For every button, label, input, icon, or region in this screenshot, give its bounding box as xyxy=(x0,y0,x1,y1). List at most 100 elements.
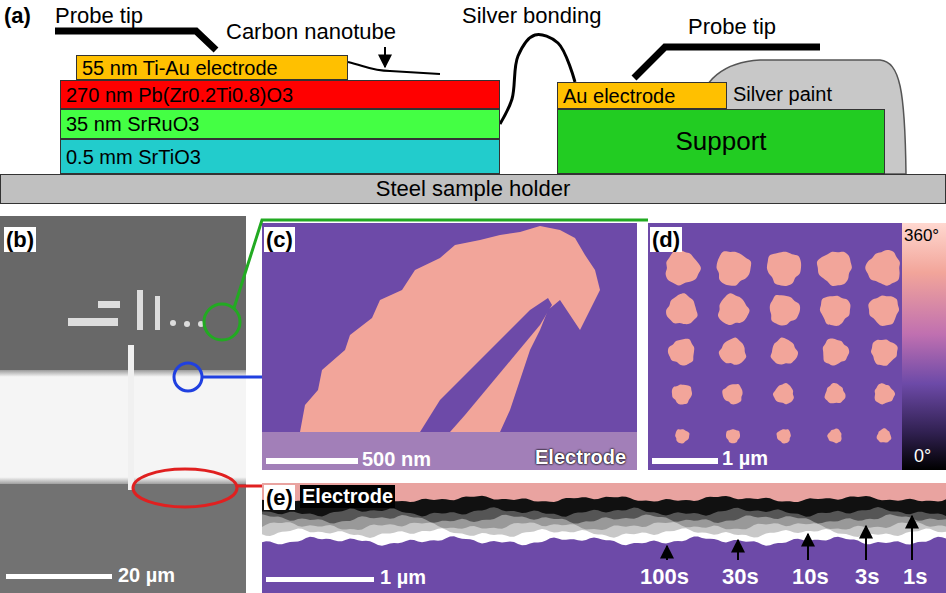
growth-band xyxy=(262,483,946,538)
domain-dot xyxy=(820,296,851,326)
annotation-label: 1s xyxy=(903,564,927,589)
domain-dot xyxy=(877,428,892,442)
growth-band xyxy=(262,483,946,517)
growth-band xyxy=(262,483,946,546)
annotation-label: Probe tip xyxy=(55,3,143,28)
layer-label: 55 nm Ti-Au electrode xyxy=(82,57,278,79)
marker-feature xyxy=(170,320,176,326)
pointer-arrow xyxy=(384,47,386,67)
annotation-label: 3s xyxy=(855,564,879,589)
layer-box: Au electrode xyxy=(557,82,727,109)
pointer-arrow xyxy=(807,534,809,560)
annotation-label: 0° xyxy=(914,446,931,467)
layer-box: Support xyxy=(557,109,885,174)
layer-box: Steel sample holder xyxy=(0,174,946,204)
annotation-label: 20 µm xyxy=(118,564,175,587)
marker-feature xyxy=(98,301,120,308)
annotation-label: 1 µm xyxy=(380,566,426,589)
zoom-circle xyxy=(204,304,240,340)
annotation-label: Electrode xyxy=(535,446,626,469)
domain-dot xyxy=(717,251,752,286)
zoom-ellipse xyxy=(133,469,237,507)
electrode-region xyxy=(0,370,246,484)
scale-bar xyxy=(652,458,718,464)
domain-dot xyxy=(825,383,846,403)
electrode-region xyxy=(262,432,637,470)
annotation-label: Carbon nanotube xyxy=(226,19,396,44)
domain-dot xyxy=(865,250,900,286)
domain-dot xyxy=(726,429,740,443)
growth-band xyxy=(262,483,946,530)
domain-dot xyxy=(668,339,694,366)
scale-bar xyxy=(266,577,374,582)
layer-label: Support xyxy=(675,127,766,156)
domain-dot xyxy=(868,296,899,326)
domain-dot xyxy=(666,293,698,324)
layer-box: 35 nm SrRuO3 xyxy=(60,109,500,139)
scale-bar xyxy=(6,574,112,579)
annotation-label: Silver paint xyxy=(733,83,832,106)
domain-dot xyxy=(722,384,742,404)
color-bar xyxy=(902,223,946,470)
annotation-label: 100s xyxy=(640,564,689,589)
layer-label: 270 nm Pb(Zr0.2Ti0.8)O3 xyxy=(66,84,293,106)
scale-bar xyxy=(266,458,358,464)
unswitched-streak xyxy=(420,298,552,432)
nanotube-trace xyxy=(128,345,134,490)
probe-tip xyxy=(55,31,216,50)
layer-box: 270 nm Pb(Zr0.2Ti0.8)O3 xyxy=(60,80,500,109)
domain-dot xyxy=(719,338,746,365)
annotation-label: 360° xyxy=(904,226,939,246)
carbon-nanotube xyxy=(348,62,440,74)
domain-dot xyxy=(767,252,801,286)
marker-feature xyxy=(184,321,190,327)
domain-dot xyxy=(771,338,798,365)
pfm-image xyxy=(262,223,637,470)
layer-box: 55 nm Ti-Au electrode xyxy=(76,55,348,80)
layer-box: 0.5 mm SrTiO3 xyxy=(60,139,500,174)
annotation-label: (d) xyxy=(650,227,682,252)
probe-tip xyxy=(634,47,820,78)
domain-dot xyxy=(777,429,791,443)
marker-feature xyxy=(155,296,160,330)
domain-dot xyxy=(672,384,692,404)
zoom-line xyxy=(237,485,262,488)
substrate-region xyxy=(0,484,246,593)
domain-dot xyxy=(875,383,895,404)
pointer-arrow xyxy=(911,516,913,560)
annotation-label: 30s xyxy=(722,564,759,589)
annotation-label: (a) xyxy=(4,3,31,28)
pfm-image xyxy=(262,483,946,593)
layer-label: Au electrode xyxy=(563,85,675,107)
zoom-circle xyxy=(174,363,202,391)
annotation-label: (c) xyxy=(264,227,295,252)
annotation-label: (e) xyxy=(264,485,295,510)
domain-dot xyxy=(666,249,701,285)
marker-feature xyxy=(137,290,143,330)
layer-label: Steel sample holder xyxy=(376,177,570,201)
domain-dot xyxy=(675,429,689,443)
pointer-arrow xyxy=(865,526,867,560)
domain-dot xyxy=(817,252,852,286)
domain-dot xyxy=(770,295,800,326)
domain-dot xyxy=(823,339,849,366)
domain-dot xyxy=(871,340,898,366)
domain-dot xyxy=(773,383,794,404)
domain-dots xyxy=(666,249,900,443)
pointer-arrow xyxy=(666,546,668,560)
layer-label: 0.5 mm SrTiO3 xyxy=(66,146,201,168)
marker-feature xyxy=(68,318,118,326)
switched-domain xyxy=(300,226,600,432)
growth-band xyxy=(262,483,946,524)
annotation-label: Silver bonding xyxy=(462,3,601,28)
layer-label: 35 nm SrRuO3 xyxy=(66,113,199,135)
annotation-label: 1 µm xyxy=(722,447,768,470)
pfm-image xyxy=(648,223,902,470)
domain-dot xyxy=(718,293,750,325)
zoom-line xyxy=(234,220,648,308)
sem-image xyxy=(0,216,246,593)
growth-bands xyxy=(262,483,946,546)
domain-dot xyxy=(827,428,841,443)
annotation-label: 10s xyxy=(792,564,829,589)
